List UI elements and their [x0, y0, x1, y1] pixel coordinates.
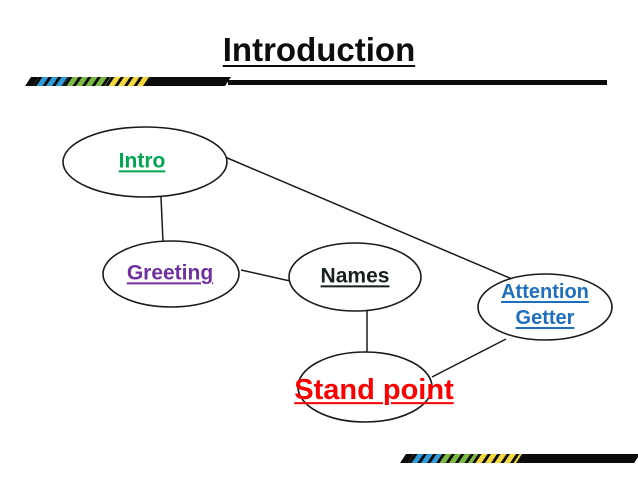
edge-intro-to-attention-getter: [224, 156, 513, 280]
node-ellipse-intro: [62, 126, 228, 198]
stripe-segment-yellow: [472, 454, 522, 463]
node-ellipse-attention-getter: [477, 273, 613, 341]
node-label-attention-line2: Getter: [515, 307, 575, 329]
node-label-greeting: Greeting: [126, 261, 214, 285]
stripe-segment-tail-black: [516, 454, 638, 463]
node-label-attention-getter: Attention Getter: [501, 279, 589, 331]
node-label-names: Names: [320, 264, 390, 288]
node-label-attention-line1: Attention: [501, 281, 589, 303]
edge-attention-getter-to-stand-point: [431, 338, 507, 378]
node-label-stand-point: Stand point: [294, 374, 454, 407]
node-ellipse-names: [288, 242, 422, 312]
top-rule-line: [228, 80, 607, 85]
node-ellipse-stand-point: [297, 351, 433, 423]
node-label-intro: Intro: [118, 149, 166, 173]
edge-intro-to-greeting: [160, 196, 164, 243]
node-ellipse-greeting: [102, 240, 240, 308]
edge-greeting-to-names: [240, 269, 291, 282]
bottom-decorative-bar: [400, 454, 638, 463]
slide-title: Introduction: [222, 31, 416, 68]
